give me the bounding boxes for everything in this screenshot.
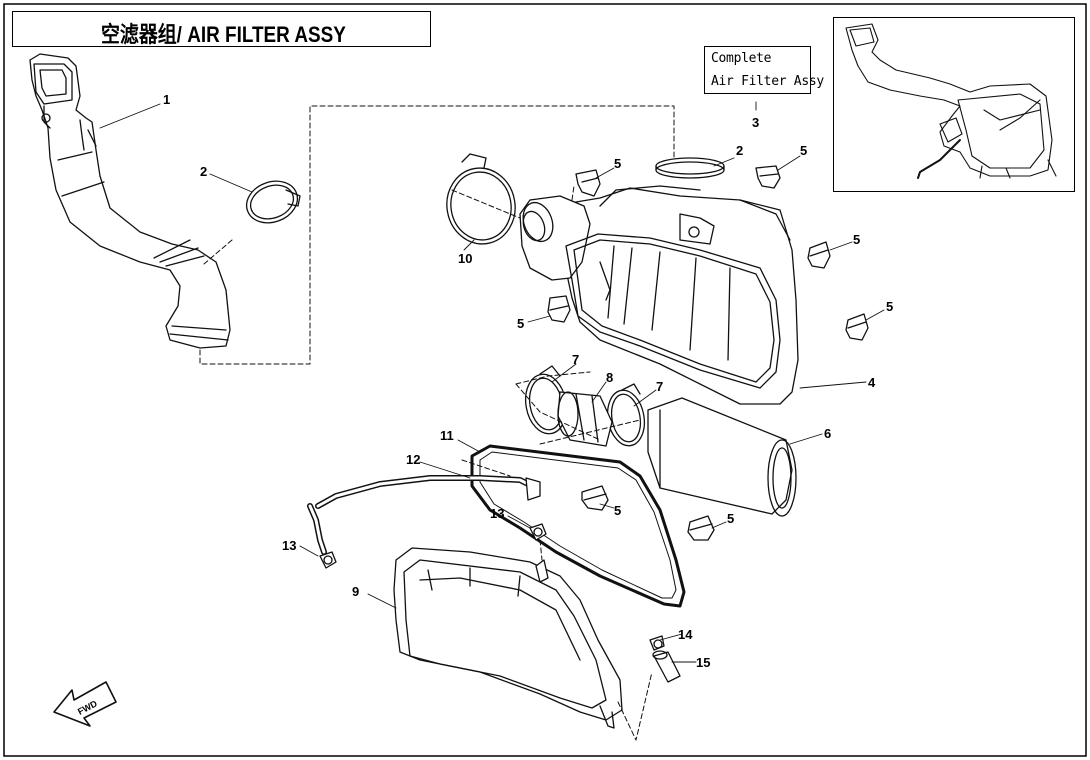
outer-border: [3, 3, 1087, 757]
filter-element-6: [647, 397, 797, 517]
label-5b: 5: [800, 143, 807, 158]
callout-line-1: Complete: [711, 51, 772, 66]
label-3: 3: [752, 115, 759, 130]
inset-frame: [833, 17, 1075, 192]
drain-clip-14: [649, 635, 665, 651]
callout-line-2: Air Filter Assy: [711, 74, 824, 89]
label-2b: 2: [736, 143, 743, 158]
drain-plug-15: [652, 650, 681, 683]
leader-lines: [99, 101, 885, 663]
complete-assembly-inset: [845, 23, 1057, 179]
label-6: 6: [824, 426, 831, 441]
hose-clamp-left: [245, 180, 301, 224]
label-14: 14: [678, 627, 693, 642]
label-11: 11: [440, 428, 454, 443]
label-7b: 7: [656, 379, 663, 394]
dashed-connection-lines: [199, 105, 675, 741]
label-8: 8: [606, 370, 613, 385]
clip-5g: [687, 515, 715, 541]
label-9: 9: [352, 584, 359, 599]
clip-5d: [845, 313, 869, 341]
label-5c: 5: [853, 232, 860, 247]
label-13b: 13: [490, 506, 504, 521]
gasket-ring-top: [655, 157, 725, 179]
label-4: 4: [868, 375, 876, 390]
clip-5f: [581, 485, 609, 511]
label-5e: 5: [517, 316, 524, 331]
label-1: 1: [163, 92, 170, 107]
clip-5e: [547, 295, 571, 323]
label-10: 10: [458, 251, 472, 266]
hose-clamp-7b: [606, 383, 646, 447]
label-15: 15: [696, 655, 710, 670]
hose-coupling-8: [557, 391, 613, 447]
label-12: 12: [406, 452, 420, 467]
clip-5b: [755, 165, 781, 189]
complete-assy-callout: Complete Air Filter Assy: [704, 46, 824, 94]
page-title: 空滤器组/ AIR FILTER ASSY: [101, 22, 346, 47]
small-clamp-13a: [319, 551, 337, 569]
small-clamp-13b: [529, 523, 547, 541]
breather-hose-12: [307, 475, 541, 555]
title-box: 空滤器组/ AIR FILTER ASSY: [12, 11, 431, 47]
label-5d: 5: [886, 299, 893, 314]
label-5f: 5: [614, 503, 621, 518]
intake-snorkel-part: [29, 53, 231, 349]
label-2a: 2: [200, 164, 207, 179]
clip-5a: [575, 169, 601, 197]
seal-gasket-11: [470, 444, 686, 608]
airbox-housing: [519, 185, 799, 405]
fwd-arrow-icon: [53, 681, 117, 727]
lower-cover-9: [393, 547, 623, 729]
label-7a: 7: [572, 352, 579, 367]
label-13a: 13: [282, 538, 296, 553]
part-number-labels: 1 2 2 3 4 5 5 5 5 5 5 5 6 7 7 8 9 10 11 …: [163, 92, 893, 670]
clip-5c: [807, 241, 831, 269]
label-5a: 5: [614, 156, 621, 171]
hose-clamp-10: [446, 153, 516, 245]
label-5g: 5: [727, 511, 734, 526]
